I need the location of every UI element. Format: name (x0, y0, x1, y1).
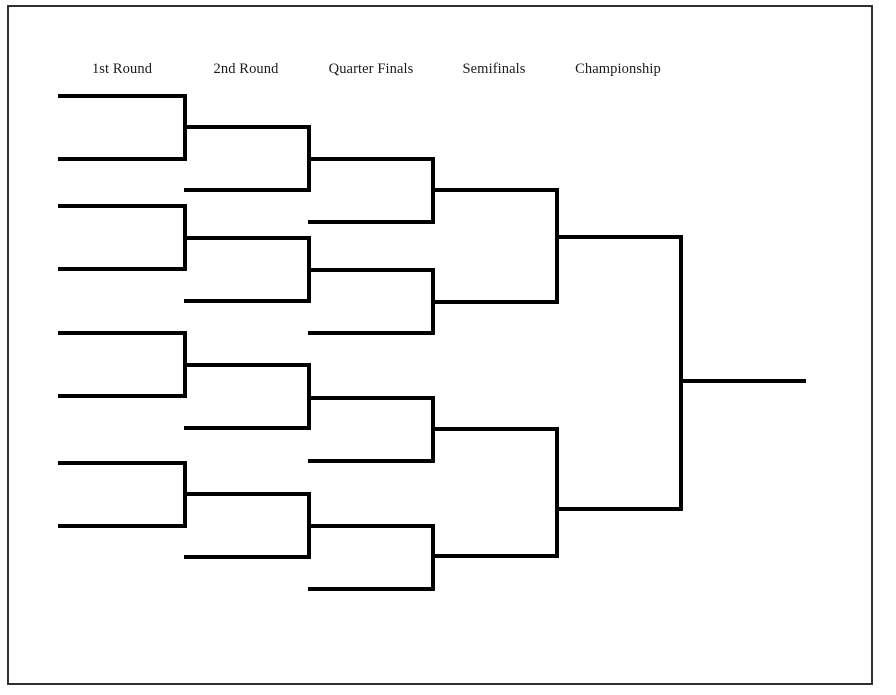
semifinals-group (432, 188, 559, 558)
championship-group (556, 235, 683, 511)
round-2-group (184, 125, 311, 559)
quarter-finals-group (308, 157, 435, 591)
page-border-frame (7, 5, 873, 685)
round-1-group (58, 94, 187, 528)
